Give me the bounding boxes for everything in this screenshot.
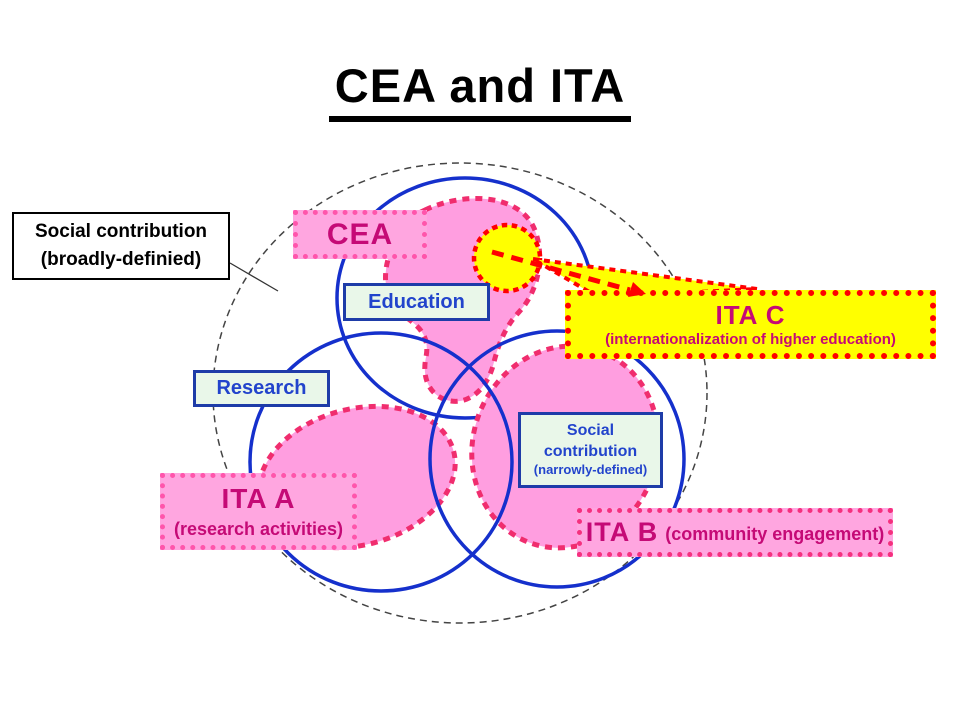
ita-c-title: ITA C bbox=[715, 299, 786, 330]
ita-a-title: ITA A bbox=[221, 482, 296, 514]
ita-a-label: ITA A (research activities) bbox=[160, 473, 357, 550]
narrow-label-line1: Social bbox=[566, 421, 615, 439]
research-label-text: Research bbox=[216, 377, 307, 399]
ita-c-spot-circle bbox=[471, 222, 543, 294]
education-label: Education bbox=[343, 283, 490, 321]
slide-title-text: CEA and ITA bbox=[328, 60, 632, 122]
narrow-social-contribution-label: Social contribution (narrowly-defined) bbox=[518, 412, 663, 488]
ita-c-label: ITA C (internationalization of higher ed… bbox=[565, 290, 936, 359]
education-label-text: Education bbox=[368, 290, 465, 313]
cea-label-text: CEA bbox=[326, 217, 394, 251]
research-label: Research bbox=[193, 370, 330, 407]
ita-b-label: ITA B (community engagement) bbox=[577, 508, 893, 557]
research-circle bbox=[248, 331, 514, 593]
broad-social-contribution-label: Social contribution (broadly-definied) bbox=[12, 212, 230, 280]
community-circle bbox=[428, 329, 686, 589]
cea-label: CEA bbox=[293, 210, 427, 259]
narrow-label-line3: (narrowly-defined) bbox=[533, 462, 648, 478]
slide-title: CEA and ITA bbox=[0, 60, 960, 122]
ita-c-subtitle: (internationalization of higher educatio… bbox=[605, 330, 896, 348]
narrow-label-line2: contribution bbox=[543, 442, 638, 460]
ita-b-subtitle: (community engagement) bbox=[665, 523, 885, 544]
ita-b-title: ITA B bbox=[585, 517, 659, 547]
broad-label-connector-line bbox=[229, 262, 279, 292]
ita-a-subtitle: (research activities) bbox=[173, 519, 344, 540]
broad-label-line1: Social contribution bbox=[34, 221, 208, 243]
broad-label-line2: (broadly-definied) bbox=[40, 249, 202, 270]
